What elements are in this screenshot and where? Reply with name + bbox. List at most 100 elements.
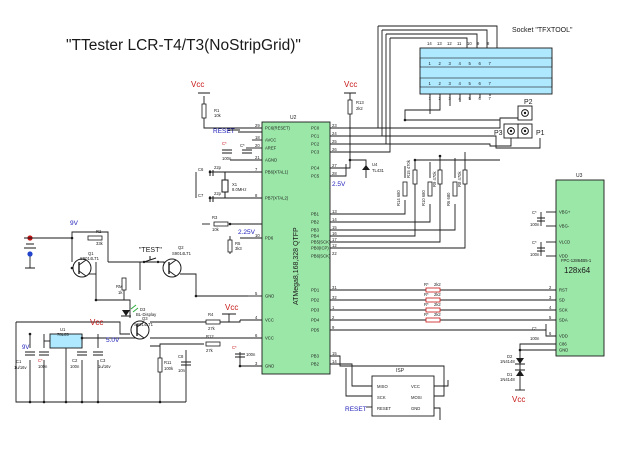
socket-row1-2: 2 [439, 61, 442, 66]
rstar-2-value: 2k2 [434, 292, 441, 297]
u2-left-num-6: 8 [255, 193, 258, 198]
socket-row1-3: 3 [449, 61, 452, 66]
socket-row1-7: 7 [489, 61, 492, 66]
r5-label: R5 [235, 241, 241, 246]
u2-left-pin-6: PB7(XTAL2) [265, 196, 289, 201]
c2-value: 100n [70, 364, 80, 369]
u2-left-pin-5: PB6(XTAL1) [265, 170, 289, 175]
rm-resistor: RM 1k [116, 277, 127, 295]
u3-num-7: 4 [549, 305, 552, 310]
u4-label: U4 [372, 162, 378, 167]
u2-right-pin-18: PD5 [311, 328, 320, 333]
u2-left-pin-10: VCC [265, 336, 274, 341]
u2-right-num-19: 15 [332, 351, 337, 356]
rstar-3-label: R* [424, 302, 429, 307]
x1-label: X1 [232, 182, 238, 187]
diagram-title: "TTester LCR-T4/T3(NoStripGrid)" [66, 37, 301, 54]
u2-mcu: U2 ATMega8,168,328 QTFP PC6(RESET)29AVCC… [255, 115, 337, 375]
u2-left-pin-2: AVCC [265, 138, 276, 143]
isp-pin-miso: MISO [377, 384, 388, 389]
u2-right-pin-4: PC3 [311, 150, 320, 155]
u2-right-pin-14: PD1 [311, 288, 320, 293]
d3-led: D3 BL-Display [121, 304, 157, 317]
r13-label: R13 [356, 100, 364, 105]
crystal-network: C6 22p C7 22p X1 8.0MHz [198, 165, 246, 202]
x1-value: 8.0MHz [232, 187, 246, 192]
u3-pin-7: SCK [559, 308, 568, 313]
lcd-signal-wires [330, 289, 556, 337]
u3-body [555, 179, 605, 357]
mcu-left-wiring [195, 96, 262, 367]
rm-label: RM [116, 284, 123, 289]
u2-right-pin-7: PB1 [311, 212, 320, 217]
isp-reset-label: RESET [345, 406, 367, 413]
q3-label: Q3 [142, 316, 148, 321]
u4-value: TL431 [372, 168, 385, 173]
r9-label: R9 470k [432, 170, 437, 187]
u2-left-num-11: 3 [255, 361, 258, 366]
r4-value: 27k [208, 326, 216, 331]
r3-label: R3 [212, 215, 218, 220]
socket-leads [378, 25, 498, 118]
u2-right-num-5: 27 [332, 163, 337, 168]
r3-value: 10k [212, 227, 220, 232]
u2-left-num-9: 4 [255, 315, 258, 320]
socket-pin-top-6: 9 [477, 41, 480, 46]
u2-ref: U2 [290, 115, 297, 121]
u2-body [261, 121, 331, 375]
rstar-1-label: R* [424, 282, 429, 287]
u3-pin-8: SDA [559, 318, 568, 323]
u2-right-num-7: 13 [332, 209, 337, 214]
supply-caps: 9V C1 1u/16v C* 100n C2 100n C3 1u/16v [14, 345, 111, 370]
lcd-diodes: D2 1N4148 D1 1N4148 Vcc [500, 343, 556, 404]
u2-right-pin-20: PB2 [311, 362, 320, 367]
probe-p1-label: P1 [536, 130, 545, 137]
socket-pin-top-5: 10 [467, 41, 472, 46]
u2-left-pin-1: PC6(RESET) [265, 126, 291, 131]
r14-label: R14 680 [396, 189, 401, 206]
u3-num-8: 5 [549, 315, 552, 320]
rstar-3-value: 2k2 [434, 302, 441, 307]
u2-right-pin-16: PD3 [311, 308, 320, 313]
socket-row2-2: 2 [439, 81, 442, 86]
lcd-cstar-3-value: 100n [530, 336, 540, 341]
u2-right-pin-12: PB0(ICP) [311, 246, 329, 251]
u2-right-num-20: 14 [332, 359, 337, 364]
u2-right-num-16: 1 [332, 305, 335, 310]
u2-right-num-13: 22 [332, 251, 337, 256]
vcc-label-lcd: Vcc [512, 395, 525, 404]
q3-transistor: Q3 S9014LT1 [130, 316, 154, 340]
r2-value: 33k [96, 241, 104, 246]
socket-pin-top-7: 8 [487, 41, 490, 46]
u2-right-num-3: 25 [332, 139, 337, 144]
v9-label-top: 9V [70, 220, 79, 227]
c8-value: 10n [178, 368, 186, 373]
probe-p2-label: P2 [524, 99, 533, 106]
socket-row1-5: 5 [469, 61, 472, 66]
r2: R2 33k [87, 229, 104, 246]
d1-label: D1 [507, 372, 513, 377]
socket-row1-1: 1 [429, 61, 432, 66]
socket-pin-top-1: 14 [427, 41, 432, 46]
u2-right-pin-10: PB4 [311, 234, 320, 239]
tl431-reference: Vcc R13 2k2 U4 TL431 2.5V [330, 80, 385, 188]
u2-right-num-8: 14 [332, 217, 337, 222]
test-button[interactable]: "TEST" [139, 247, 162, 264]
rstar-2-label: R* [424, 292, 429, 297]
c7-value: 22p [214, 191, 222, 196]
u2-left-pin-9: VCC [265, 318, 274, 323]
ref-divider: R3 10k 2.25V R5 3k3 [212, 215, 256, 253]
u3-ref: U3 [576, 173, 583, 179]
u2-right-pin-11: PB5(SCK) [311, 240, 331, 245]
cstar-left-value: 100n [38, 364, 48, 369]
socket-row2-4: 4 [459, 81, 462, 86]
u2-part-name: ATMega8,168,328 QTFP [293, 227, 300, 305]
u2-left-num-4: 21 [255, 155, 260, 160]
isp-wires [330, 355, 449, 420]
u3-size: 128x64 [564, 266, 591, 275]
c8-label: C8 [178, 354, 184, 359]
cstar-mcu-label: C* [232, 345, 237, 350]
u3-pin-3: VLCD [559, 240, 570, 245]
isp-header: ISP MISO SCK RESET VCC MOSI GND [371, 368, 435, 417]
u3-num-6: 3 [549, 295, 552, 300]
